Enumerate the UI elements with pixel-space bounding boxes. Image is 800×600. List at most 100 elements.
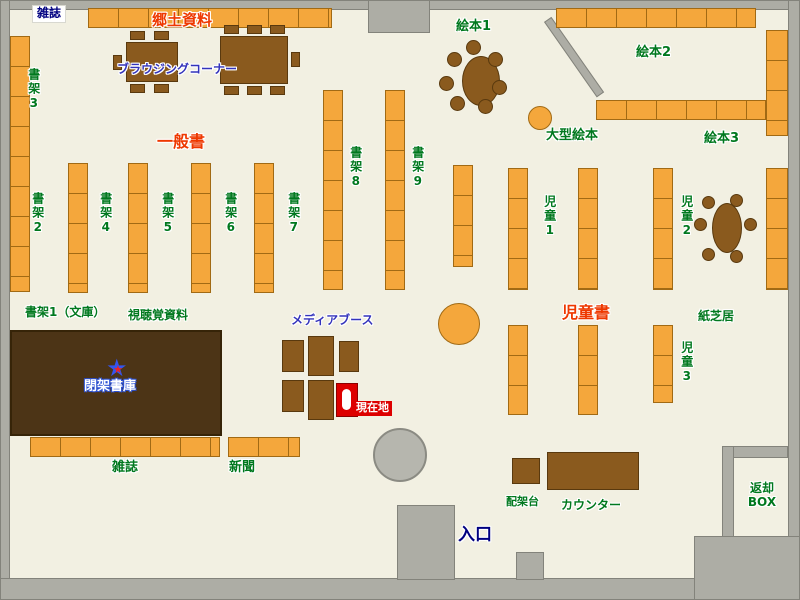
bookshelf-shoka8	[323, 90, 343, 290]
wall-entrance-pillar	[397, 505, 455, 580]
round-pillar	[373, 428, 427, 482]
bookshelf-left-edge	[10, 36, 30, 292]
label-local-materials: 郷土資料	[152, 11, 213, 29]
bookshelf-children-d	[653, 168, 673, 290]
star-icon: ★	[106, 354, 128, 382]
label-jido1: 児童1	[542, 195, 557, 239]
chair	[224, 25, 239, 34]
label-browsing-corner: ブラウジングコーナー	[117, 62, 238, 76]
bookshelf-children-c-low	[578, 325, 598, 415]
stool	[694, 218, 707, 231]
chair	[224, 86, 239, 95]
media-booth-unit	[308, 380, 334, 420]
label-return-box-line1: 返却	[749, 481, 774, 495]
chair	[130, 84, 145, 93]
bookshelf-children-a	[453, 165, 473, 267]
ehon-round-table	[462, 56, 500, 106]
bookshelf-shoka4	[128, 163, 148, 293]
label-shoka6: 書架6	[223, 192, 238, 236]
stool	[450, 96, 465, 111]
stool	[730, 250, 743, 263]
wall-left	[0, 0, 10, 600]
stool	[492, 80, 507, 95]
current-location-marker-icon	[342, 389, 351, 410]
bookshelf-ehon3	[596, 100, 766, 120]
browsing-table-2	[220, 36, 288, 84]
label-current-location: 現在地	[353, 401, 392, 416]
label-magazines-bottom: 雑誌	[112, 460, 139, 475]
media-booth-unit	[339, 341, 359, 372]
media-booth-unit	[282, 380, 304, 412]
label-large-ehon: 大型絵本	[546, 128, 599, 143]
bookshelf-children-d-low	[653, 325, 673, 403]
stool	[702, 196, 715, 209]
media-booth-unit	[308, 336, 334, 376]
bookshelf-local-materials	[88, 8, 332, 28]
round-table-children	[438, 303, 480, 345]
large-ehon-stand	[528, 106, 552, 130]
wall-corner-bottom-right	[694, 536, 800, 600]
label-children-books: 児童書	[562, 303, 611, 322]
chair	[113, 55, 122, 70]
chair	[247, 25, 262, 34]
chair	[291, 52, 300, 67]
label-entrance: 入口	[458, 525, 492, 545]
closed-stacks-room	[10, 330, 222, 436]
chair	[270, 86, 285, 95]
chair	[130, 31, 145, 40]
label-shoka1-bunko: 書架1（文庫）	[25, 305, 106, 319]
wall-entrance-post	[516, 552, 544, 580]
label-jido3: 児童3	[679, 341, 694, 385]
chair	[247, 86, 262, 95]
label-shoka9: 書架9	[410, 146, 425, 190]
star-marker: ★ ★	[106, 356, 132, 382]
label-return-box-line2: BOX	[747, 494, 777, 509]
current-location-booth	[336, 383, 358, 417]
label-ehon1: 絵本1	[456, 19, 492, 34]
bookshelf-shoka2	[68, 163, 88, 293]
bookshelf-shoka5	[191, 163, 211, 293]
label-shoka5: 書架5	[160, 192, 175, 236]
bookshelf-children-c	[578, 168, 598, 290]
label-shoka4: 書架4	[98, 192, 113, 236]
stool	[702, 248, 715, 261]
stool	[478, 99, 493, 114]
label-kamishibai: 紙芝居	[698, 309, 735, 323]
label-audiovisual: 視聴覚資料	[128, 308, 189, 322]
label-newspaper: 新聞	[229, 460, 256, 475]
browsing-table-1	[126, 42, 178, 82]
bookshelf-children-b	[508, 168, 528, 290]
counter-desk	[547, 452, 639, 490]
media-booth-unit	[282, 340, 304, 372]
stool	[439, 76, 454, 91]
label-shoka3: 書架3	[26, 68, 41, 112]
chair	[270, 25, 285, 34]
label-jido2: 児童2	[679, 195, 694, 239]
wall-top-tab	[368, 0, 430, 33]
label-haikadai: 配架台	[506, 495, 539, 508]
bookshelf-ehon2-top	[556, 8, 756, 28]
wall-returnbox-left	[722, 446, 734, 538]
chair	[154, 31, 169, 40]
bookshelf-magazines-bottom	[30, 437, 220, 457]
stool	[730, 194, 743, 207]
label-ehon3: 絵本3	[704, 131, 740, 146]
label-counter: カウンター	[561, 498, 622, 512]
stool	[466, 40, 481, 55]
label-magazines-top: 雑誌	[32, 5, 67, 23]
label-shoka2: 書架2	[30, 192, 45, 236]
children-oval-table	[712, 203, 742, 253]
bookshelf-newspaper	[228, 437, 300, 457]
label-closed-stacks: 閉架書庫	[84, 379, 137, 394]
stool	[488, 52, 503, 67]
haikadai-stand	[512, 458, 540, 484]
bookshelf-right-edge-mid	[766, 168, 788, 290]
stool	[744, 218, 757, 231]
stool	[447, 52, 462, 67]
bookshelf-shoka9	[385, 90, 405, 290]
label-media-booth: メディアブース	[291, 313, 374, 327]
wall-diagonal	[544, 16, 605, 98]
label-return-box: 返却 BOX	[736, 481, 788, 510]
label-shoka7: 書架7	[286, 192, 301, 236]
